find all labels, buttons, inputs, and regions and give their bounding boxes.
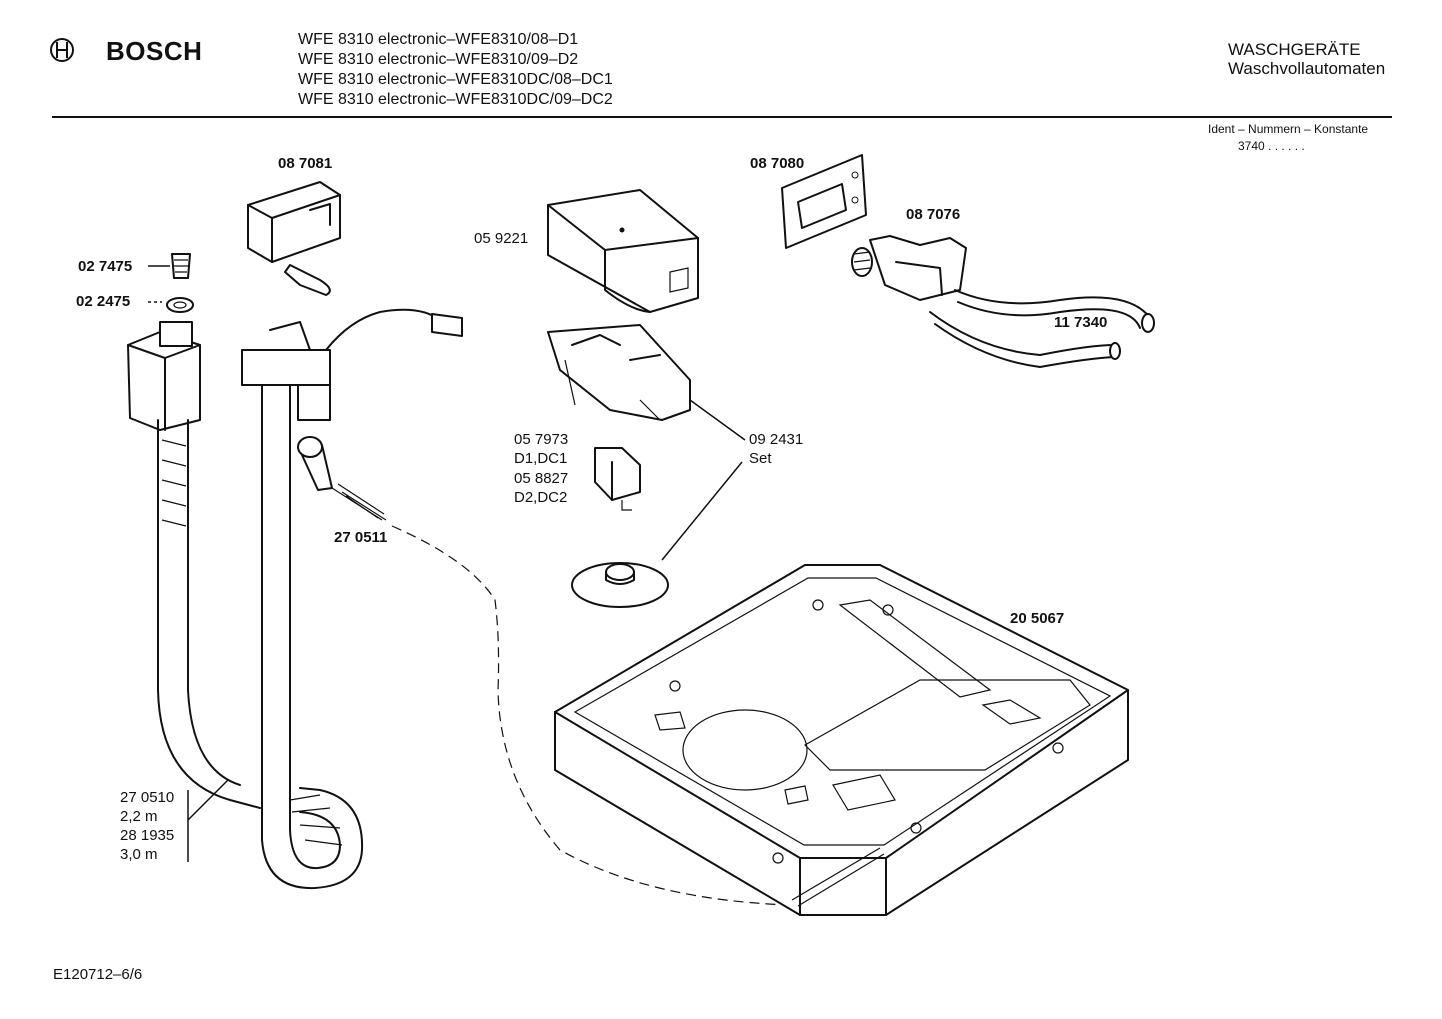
ident-value: 3740 . . . . . .: [1238, 139, 1305, 153]
category-title: WASCHGERÄTE: [1228, 40, 1361, 59]
base-plate-part: [554, 564, 1129, 916]
model-line: WFE 8310 electronic–WFE8310/09–D2: [298, 51, 579, 68]
control-housing-part: [547, 189, 699, 313]
part-label-058827: 05 8827: [514, 470, 569, 487]
part-length-281935: 3,0 m: [120, 846, 158, 863]
part-note-092431: Set: [749, 450, 772, 467]
strainer-part: [148, 253, 191, 279]
model-list: WFE 8310 electronic–WFE8310/08–D1 WFE 83…: [298, 30, 613, 110]
part-label-270510: 27 0510: [120, 789, 175, 806]
brand-logo: BOSCH: [106, 36, 203, 66]
part-label-117340: 11 7340: [1054, 314, 1108, 331]
part-label-059221: 05 9221: [474, 230, 529, 247]
inlet-hose-part: [127, 321, 261, 809]
part-label-057973: 05 7973: [514, 431, 569, 448]
part-label-022475: 02 2475: [76, 293, 131, 310]
model-line: WFE 8310 electronic–WFE8310DC/08–DC1: [298, 71, 613, 88]
category-subtitle: Waschvollautomaten: [1228, 59, 1386, 78]
part-label-087076: 08 7076: [906, 206, 961, 223]
part-label-087080: 08 7080: [750, 155, 805, 172]
part-variant-057973: D1,DC1: [514, 450, 568, 467]
part-label-205067: 20 5067: [1010, 610, 1065, 627]
part-label-270511: 27 0511: [334, 529, 388, 546]
model-line: WFE 8310 electronic–WFE8310/08–D1: [298, 31, 579, 48]
foot-disc-part: [571, 562, 669, 608]
bracket-part: [547, 324, 691, 421]
ident-label: Ident – Nummern – Konstante: [1208, 122, 1369, 136]
part-label-092431: 09 2431: [749, 431, 804, 448]
product-category: WASCHGERÄTE Waschvollautomaten: [1228, 40, 1385, 78]
part-variant-058827: D2,DC2: [514, 489, 568, 506]
part-length-270510: 2,2 m: [120, 808, 158, 825]
part-label-281935: 28 1935: [120, 827, 175, 844]
inlet-valve-part: [851, 235, 967, 301]
document-id: E120712–6/6: [53, 966, 143, 983]
hoses-part: [929, 289, 1155, 368]
bosch-armature-icon: [50, 38, 74, 62]
mounting-plate-part: [781, 154, 867, 249]
drain-hose-part: [241, 308, 463, 890]
model-line: WFE 8310 electronic–WFE8310DC/09–DC2: [298, 91, 613, 108]
drain-elbow-part: [297, 436, 791, 906]
part-label-027475: 02 7475: [78, 258, 133, 275]
part-label-087081: 08 7081: [278, 155, 333, 172]
washer-part: [148, 297, 194, 313]
switch-part: [594, 447, 641, 511]
cover-cap-part: [247, 181, 341, 296]
